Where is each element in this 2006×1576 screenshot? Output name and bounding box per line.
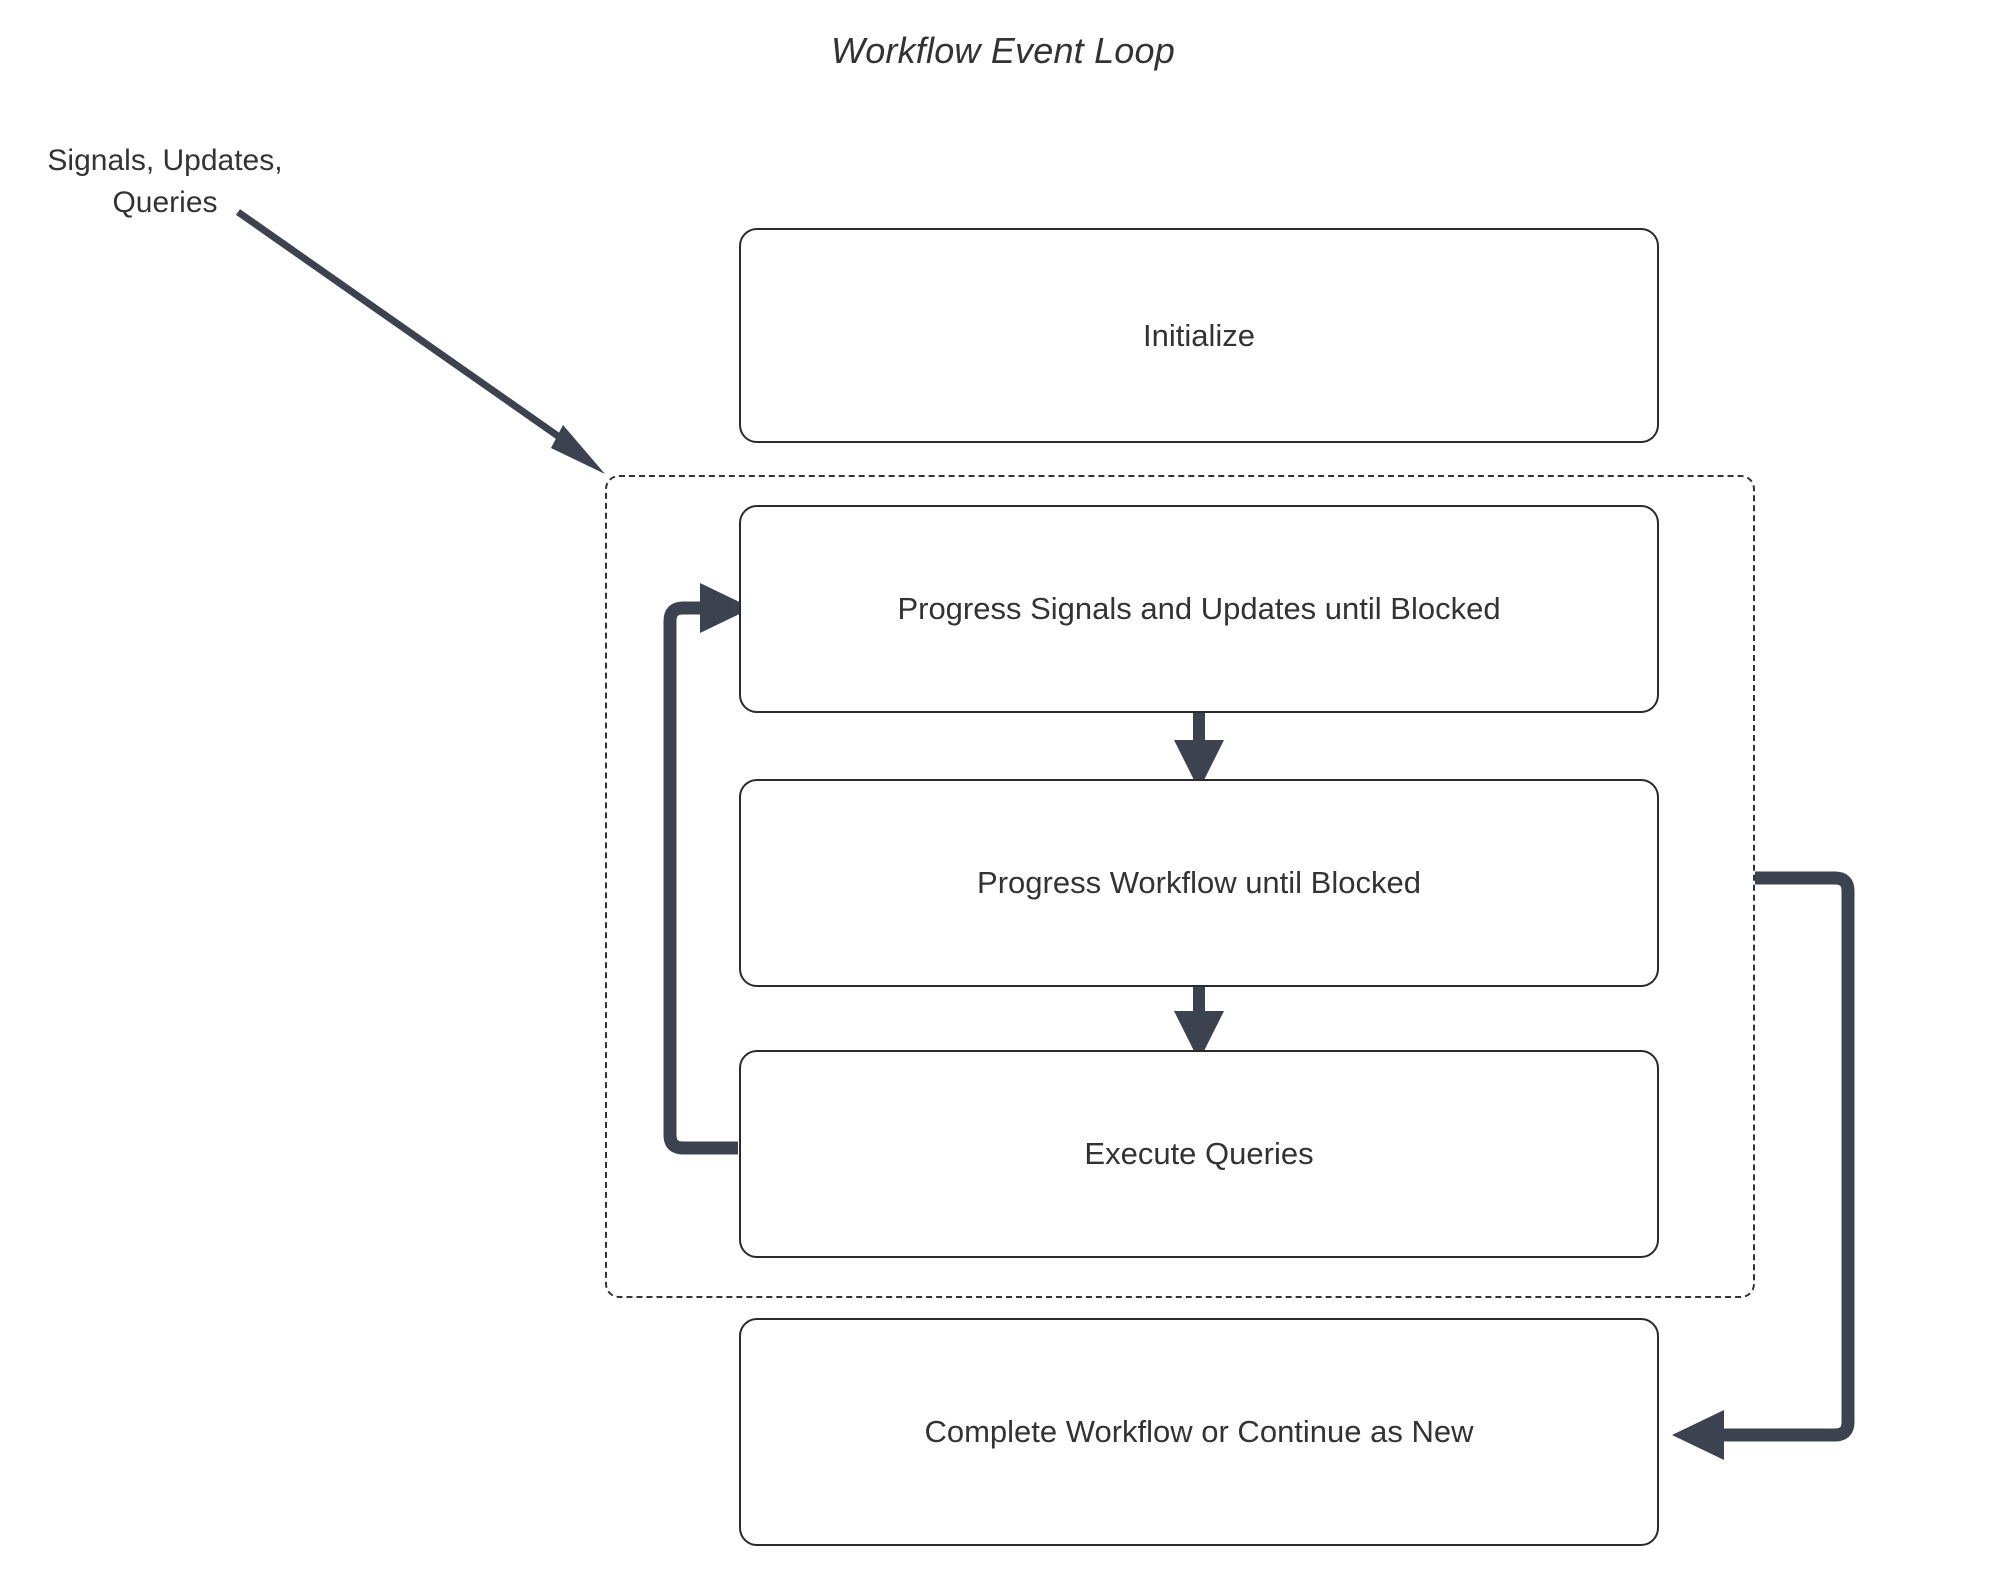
node-progress-signals-label: Progress Signals and Updates until Block…: [897, 591, 1501, 626]
node-complete-workflow-label: Complete Workflow or Continue as New: [924, 1414, 1474, 1449]
edge-external-input-to-group: [235, 209, 605, 474]
external-input-label: Signals, Updates, Queries: [47, 144, 283, 219]
node-initialize-label: Initialize: [1143, 317, 1255, 353]
node-execute-queries[interactable]: Execute Queries: [739, 1050, 1659, 1258]
node-progress-workflow[interactable]: Progress Workflow until Blocked: [739, 779, 1659, 987]
event-loop-group: [605, 475, 1755, 1298]
page-title: Workflow Event Loop: [831, 30, 1175, 71]
node-execute-queries-label: Execute Queries: [1084, 1136, 1314, 1171]
edge-execute-queries-loop-back: [663, 583, 752, 1155]
node-progress-signals[interactable]: Progress Signals and Updates until Block…: [739, 505, 1659, 713]
node-complete-workflow[interactable]: Complete Workflow or Continue as New: [739, 1318, 1659, 1546]
node-progress-workflow-label: Progress Workflow until Blocked: [977, 865, 1421, 900]
node-initialize[interactable]: Initialize: [739, 228, 1659, 443]
edge-progress-workflow-to-execute-queries: [1174, 985, 1224, 1061]
edge-progress-signals-to-progress-workflow: [1174, 711, 1224, 790]
edge-group-to-complete-workflow: [1672, 871, 1855, 1460]
